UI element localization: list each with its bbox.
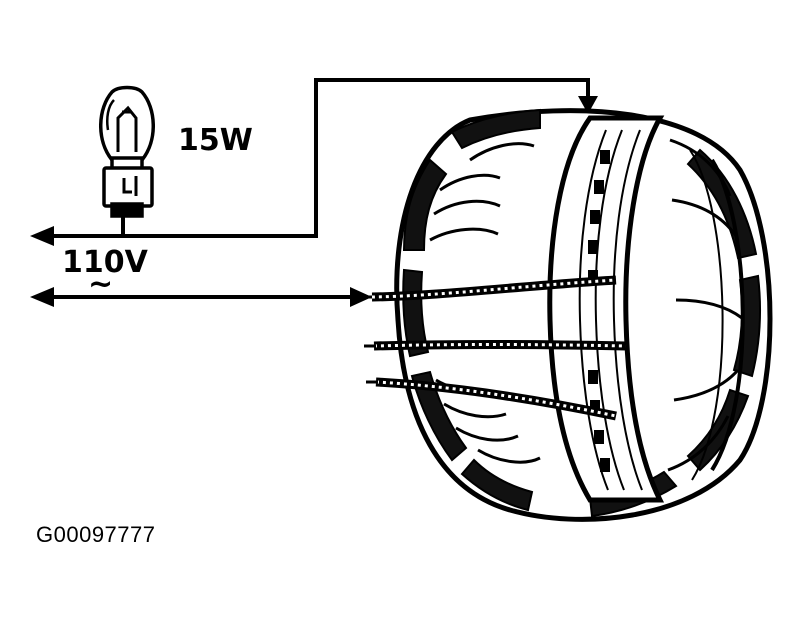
core-laminations	[578, 129, 643, 491]
voltage-label: 110V	[62, 245, 149, 280]
arrow-left-top	[30, 226, 54, 246]
test-lamp-icon	[99, 85, 155, 218]
ac-symbol: ~	[88, 267, 113, 302]
stator-leads	[356, 275, 627, 421]
stator-lead-1	[371, 275, 617, 302]
arrow-down-top	[578, 96, 598, 114]
arrow-left-bottom	[30, 287, 54, 307]
figure-id: G00097777	[36, 522, 156, 547]
lamp-rating-label: 15W	[178, 123, 253, 158]
winding-heads	[429, 142, 541, 464]
right-winding-heads	[667, 138, 743, 472]
core-slots	[588, 150, 610, 472]
circuit-wiring	[50, 78, 590, 299]
alternator-stator	[394, 108, 773, 522]
lamp-to-stator-wire	[121, 78, 590, 238]
